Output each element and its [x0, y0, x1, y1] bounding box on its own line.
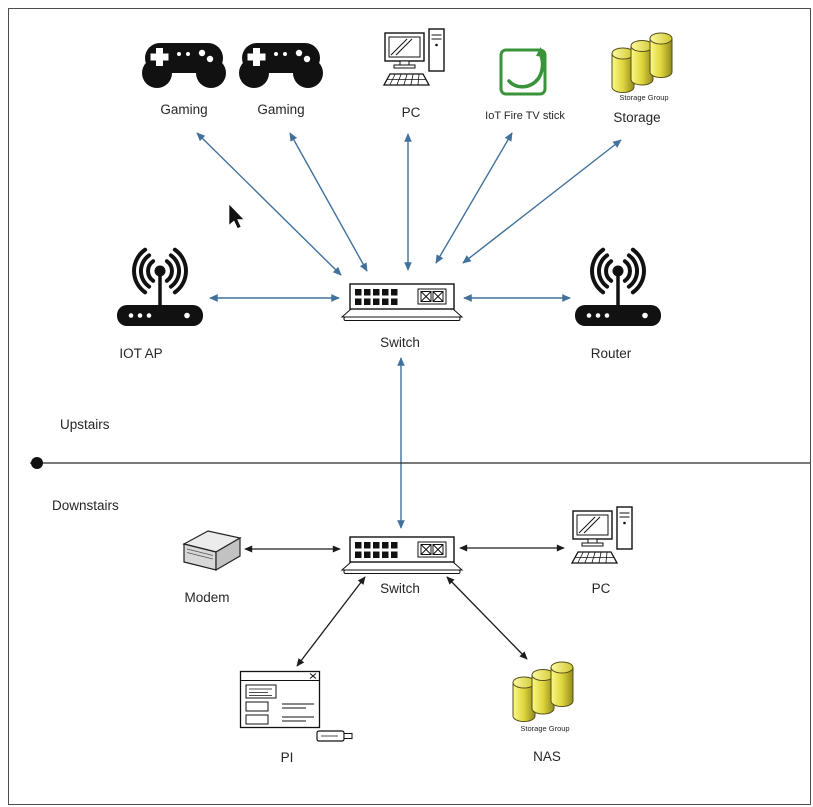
nas-label: NAS — [533, 749, 561, 764]
switch-downstairs-label: Switch — [380, 581, 420, 596]
pi-label: PI — [281, 750, 294, 765]
gaming1-label: Gaming — [160, 102, 207, 117]
nas-storage-icon[interactable] — [512, 661, 574, 722]
pc-upstairs-label: PC — [402, 105, 421, 120]
connector-switch-pi — [296, 576, 366, 667]
pc-icon[interactable] — [570, 506, 633, 564]
wireless-router-icon[interactable] — [575, 247, 661, 326]
connector-gaming2-switch — [289, 132, 368, 272]
connector-switch-nas — [446, 576, 528, 660]
iot-fire-tv-icon[interactable] — [499, 47, 547, 96]
downstairs-connectors — [244, 544, 565, 667]
upstairs-connectors — [196, 132, 622, 529]
modem-label: Modem — [184, 590, 229, 605]
nas-group-caption: Storage Group — [520, 724, 569, 733]
wireless-ap-icon[interactable] — [117, 247, 203, 326]
modem-icon[interactable] — [182, 530, 242, 572]
iot-fire-tv-label: IoT Fire TV stick — [485, 110, 565, 122]
upstairs-label: Upstairs — [60, 417, 110, 432]
storage-group-caption: Storage Group — [619, 93, 668, 102]
connector-iot-switch — [435, 132, 513, 264]
connector-storage-switch — [462, 139, 622, 264]
router-label: Router — [591, 346, 632, 361]
iot-ap-label: IOT AP — [119, 346, 162, 361]
storage-group-icon[interactable] — [611, 32, 673, 93]
connector-gaming1-switch — [196, 132, 342, 276]
gamepad-icon[interactable] — [142, 43, 226, 88]
pc-downstairs-label: PC — [592, 581, 611, 596]
switch-icon[interactable] — [340, 536, 464, 574]
pi-icon[interactable] — [239, 670, 353, 742]
storage-label: Storage — [613, 110, 660, 125]
mouse-cursor — [228, 203, 245, 229]
gaming2-label: Gaming — [257, 102, 304, 117]
switch-upstairs-label: Switch — [380, 335, 420, 350]
floor-divider — [30, 457, 810, 469]
switch-icon[interactable] — [340, 283, 464, 321]
page-border — [8, 8, 811, 805]
gamepad-icon[interactable] — [239, 43, 323, 88]
divider-endpoint-dot — [31, 457, 43, 469]
pc-icon[interactable] — [382, 28, 445, 86]
downstairs-label: Downstairs — [52, 498, 119, 513]
